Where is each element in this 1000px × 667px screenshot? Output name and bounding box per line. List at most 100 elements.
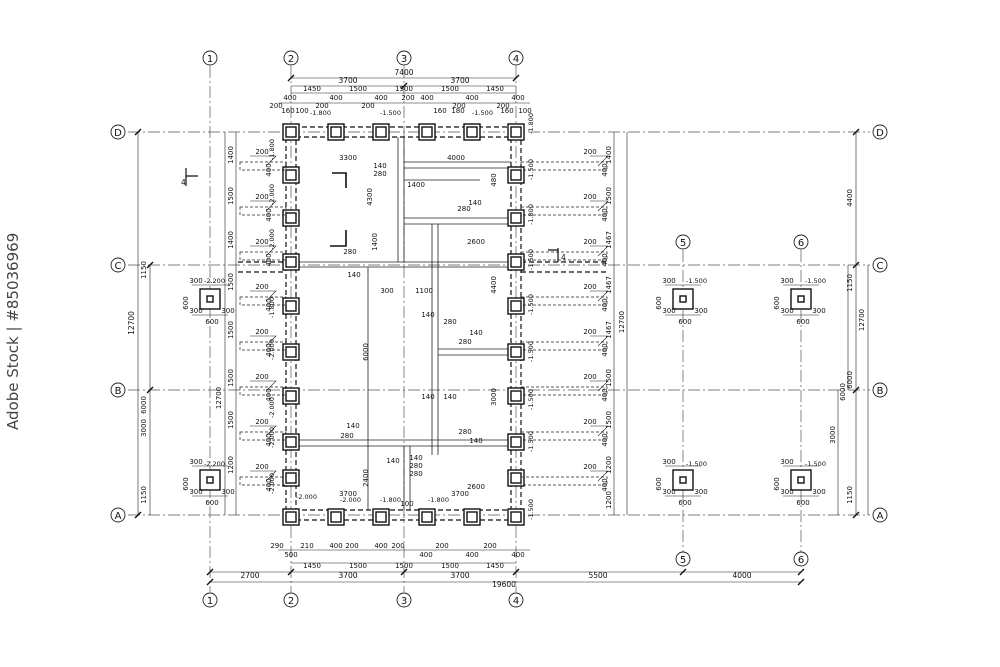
foundation-column [418,508,436,526]
svg-text:3700: 3700 [451,490,469,498]
svg-text:3: 3 [401,596,407,607]
svg-text:280: 280 [409,462,422,470]
svg-text:-2.000: -2.000 [268,473,276,494]
inner-dimensions: 3300 4000 4300 1400 1400 2600 1100 300 6… [339,154,498,508]
foundation-column [463,508,481,526]
bottom-dimensions: 290 210 400 200 400 200 400 200 400 200 … [206,542,805,589]
svg-text:1150: 1150 [140,261,148,279]
svg-text:1500: 1500 [349,562,367,570]
svg-text:6000: 6000 [140,396,148,414]
axis-lines [128,66,870,592]
stock-watermark: Adobe Stock | #85036969 [4,232,22,430]
svg-text:-1.500: -1.500 [527,499,535,520]
dim-label: 300 [189,458,202,466]
svg-text:1467: 1467 [605,231,613,249]
top-dimensions: 7400 3700 3700 1450 1500 1500 1500 1450 … [269,68,531,115]
svg-text:180: 180 [451,107,464,115]
svg-text:1400: 1400 [605,146,613,164]
axis-bubble-B: B B [110,382,888,398]
foundation-column [372,123,390,141]
svg-text:1500: 1500 [227,369,235,387]
svg-text:-1.500: -1.500 [527,341,535,362]
foundation-beams [238,126,606,521]
svg-text:400: 400 [511,551,524,559]
svg-text:5500: 5500 [588,571,607,580]
foundation-column [282,166,300,184]
dim-label: 300 [812,488,825,496]
svg-text:200: 200 [361,102,374,110]
svg-text:1: 1 [207,596,213,607]
svg-text:400: 400 [329,542,342,550]
svg-text:400: 400 [465,94,478,102]
svg-text:1500: 1500 [441,562,459,570]
svg-text:-2.000: -2.000 [268,229,276,250]
dim-label: 300 [694,307,707,315]
svg-text:1467: 1467 [605,276,613,294]
svg-text:280: 280 [443,318,456,326]
footing-stub-left [239,425,287,441]
dim-label: 300 [662,488,675,496]
dim-label: 200 [255,373,268,381]
svg-text:-1.500: -1.500 [527,249,535,270]
svg-text:1500: 1500 [227,273,235,291]
svg-text:3: 3 [401,54,407,65]
svg-text:400: 400 [283,94,296,102]
dim-label: 200 [583,148,596,156]
dim-label: 300 [694,488,707,496]
svg-text:1400: 1400 [371,233,379,251]
svg-text:100: 100 [400,500,413,508]
dim-label: 400 [601,343,609,356]
svg-text:A: A [877,511,884,522]
dim-label: 300 [780,307,793,315]
svg-text:1200: 1200 [605,491,613,509]
dim-label: 400 [265,478,273,491]
svg-text:1500: 1500 [441,85,459,93]
svg-text:1500: 1500 [227,321,235,339]
dim-label: 400 [601,163,609,176]
svg-text:160: 160 [500,107,513,115]
dim-label: 200 [583,463,596,471]
svg-text:5: 5 [680,555,686,566]
svg-text:400: 400 [511,94,524,102]
svg-text:-1.500: -1.500 [527,159,535,180]
footing-stub-right [520,380,609,396]
left-dimensions: 12700 6000 3000 1150 1150 12700 1400 150… [127,128,237,519]
dim-label: 400 [265,163,273,176]
dim-label: 600 [678,499,691,507]
svg-text:200: 200 [315,102,328,110]
svg-text:2600: 2600 [467,238,485,246]
svg-text:210: 210 [300,542,313,550]
foundation-column [507,166,525,184]
svg-text:-1.800: -1.800 [310,109,331,117]
svg-text:400: 400 [374,94,387,102]
axis-bubble-5: 5 5 [675,234,691,567]
svg-text:-1.800: -1.800 [527,113,535,134]
svg-text:4: 4 [561,253,566,262]
svg-text:200: 200 [269,102,282,110]
svg-text:-1.800: -1.800 [268,139,276,160]
svg-text:140: 140 [373,162,386,170]
svg-text:1500: 1500 [349,85,367,93]
svg-text:1500: 1500 [395,562,413,570]
svg-text:3000: 3000 [140,419,148,437]
level-marks: -1.800 -1.500 -1.500 -1.800 -2.000 -1.80… [204,109,826,520]
foundation-column [327,508,345,526]
axis-bubble-3: 3 3 [396,50,412,608]
foundation-column [282,469,300,487]
svg-text:280: 280 [409,470,422,478]
svg-text:-1.500: -1.500 [380,109,401,117]
svg-text:280: 280 [340,432,353,440]
svg-text:1467: 1467 [605,321,613,339]
dim-label: 600 [655,296,663,309]
svg-text:4: 4 [513,54,519,65]
foundation-column [507,123,525,141]
svg-text:6: 6 [798,238,804,249]
svg-text:200: 200 [345,542,358,550]
svg-text:200: 200 [435,542,448,550]
svg-text:1100: 1100 [415,287,433,295]
foundation-column [507,469,525,487]
dim-label: 200 [255,193,268,201]
svg-text:200: 200 [401,94,414,102]
